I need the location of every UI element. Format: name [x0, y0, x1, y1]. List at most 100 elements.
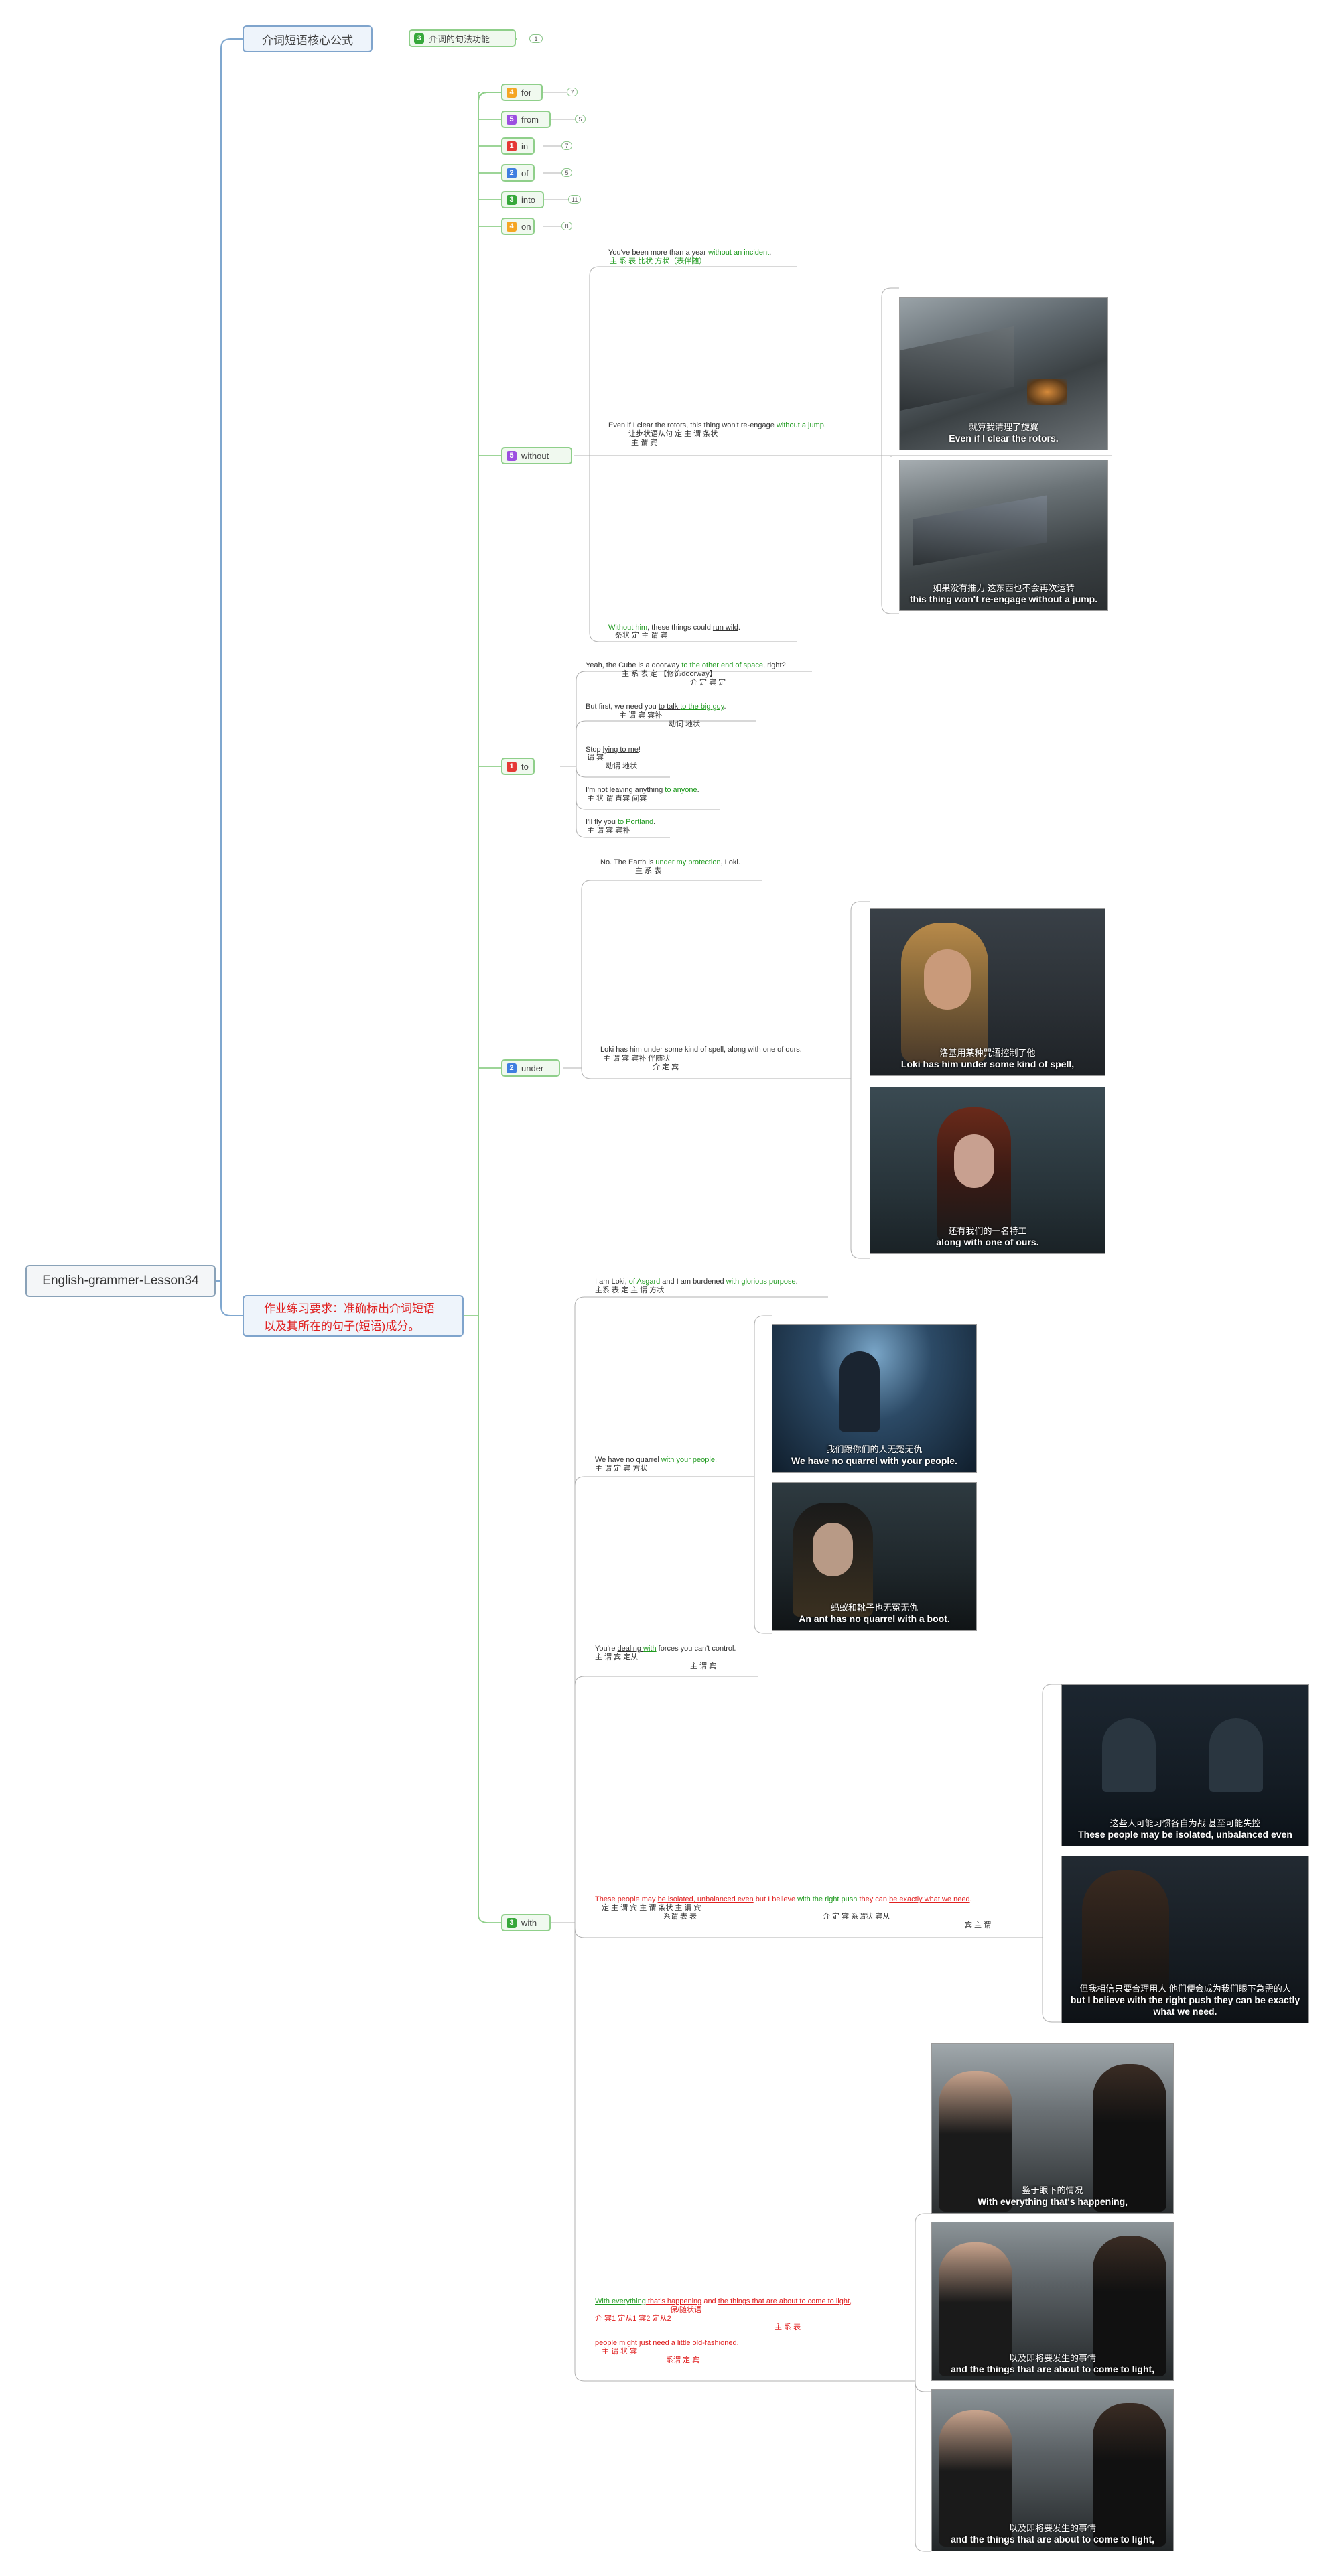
branch-label: for	[521, 87, 532, 98]
collapsed-count-badge[interactable]: 8	[561, 222, 572, 230]
with-sentence-2: We have no quarrel with your people.	[595, 1456, 718, 1464]
branch-into[interactable]: 3 into	[501, 191, 544, 208]
with-sentence-4: These people may be isolated, unbalanced…	[595, 1895, 972, 1903]
without-sentence-3: Without him, these things could run wild…	[608, 624, 740, 632]
without-annotation-2b: 主 谓 宾	[631, 439, 658, 447]
priority-1-icon: 1	[507, 141, 517, 151]
with-sentence-1: I am Loki, of Asgard and I am burdened w…	[595, 1278, 798, 1286]
homework-line-2: 以及其所在的句子(短语)成分。	[264, 1320, 420, 1333]
priority-2-icon: 2	[507, 167, 517, 178]
collapsed-count-badge[interactable]: 5	[575, 115, 586, 123]
branch-label: without	[521, 450, 549, 461]
without-annotation-1: 主 系 表 比状 方状（表伴随）	[610, 257, 707, 265]
branch-on[interactable]: 4 on	[501, 218, 535, 235]
to-annotation-5: 主 谓 宾 宾补	[587, 827, 630, 835]
branch-label: under	[521, 1063, 544, 1073]
priority-3-icon: 3	[507, 194, 517, 205]
branch-with[interactable]: 3 with	[501, 1914, 551, 1931]
formula-node[interactable]: 介词短语核心公式	[243, 25, 373, 52]
with-annotation-5c: 主 系 表	[775, 2323, 801, 2331]
with-annotation-4c: 介 定 宾 系谓状 宾从	[823, 1913, 890, 1921]
with-annotation-5a: 保/随状语	[670, 2306, 702, 2314]
priority-4-icon: 4	[507, 221, 517, 232]
branch-label: with	[521, 1917, 537, 1928]
under-sentence-2: Loki has him under some kind of spell, a…	[600, 1046, 802, 1054]
branch-from[interactable]: 5 from	[501, 111, 551, 128]
syntax-function-node[interactable]: 3 介词的句法功能	[409, 29, 516, 47]
branch-label: on	[521, 221, 531, 232]
to-sentence-1: Yeah, the Cube is a doorway to the other…	[586, 661, 786, 669]
branch-label: in	[521, 141, 529, 151]
with-annotation-4b: 系谓 表 表	[663, 1913, 697, 1921]
homework-line-1: 作业练习要求：准确标出介词短语	[264, 1302, 435, 1315]
homework-node[interactable]: 作业练习要求：准确标出介词短语 以及其所在的句子(短语)成分。	[243, 1295, 464, 1337]
root-node[interactable]: English-grammer-Lesson34	[25, 1265, 216, 1297]
with-annotation-1: 主系 表 定 主 谓 方状	[595, 1286, 665, 1294]
under-sentence-1: No. The Earth is under my protection, Lo…	[600, 858, 740, 866]
branch-in[interactable]: 1 in	[501, 137, 535, 155]
with-annotation-4a: 定 主 谓 宾 主 谓 条状 主 谓 宾	[602, 1904, 701, 1912]
collapsed-count-badge[interactable]: 11	[568, 195, 582, 204]
branch-label: from	[521, 114, 539, 125]
with-annotation-5b: 介 宾1 定从1 宾2 定从2	[595, 2315, 671, 2323]
with-annotation-3b: 主 谓 宾	[690, 1662, 717, 1670]
without-sentence-2: Even if I clear the rotors, this thing w…	[608, 421, 826, 429]
collapsed-count-badge[interactable]: 7	[561, 141, 572, 150]
branch-label: to	[521, 761, 529, 772]
priority-2-icon: 2	[507, 1063, 517, 1073]
to-annotation-1b: 介 定 宾 定	[690, 679, 726, 687]
to-annotation-3a: 谓 宾	[587, 754, 604, 762]
with-annotation-6b: 系谓 定 宾	[666, 2356, 700, 2364]
with-annotation-6a: 主 谓 状 宾	[602, 2348, 638, 2356]
under-annotation-2b: 介 定 宾	[653, 1063, 679, 1071]
branch-without[interactable]: 5 without	[501, 447, 572, 464]
branch-under[interactable]: 2 under	[501, 1059, 560, 1077]
collapsed-count-badge[interactable]: 7	[567, 88, 578, 96]
with-sentence-5: With everything that's happening and the…	[595, 2297, 852, 2305]
with-annotation-2: 主 谓 定 宾 方状	[595, 1465, 648, 1473]
branch-label: into	[521, 194, 535, 205]
to-annotation-1a: 主 系 表 定 【修饰doorway】	[622, 670, 717, 678]
to-annotation-3b: 动谓 地状	[606, 762, 638, 770]
priority-3-icon: 3	[414, 33, 424, 44]
to-annotation-2b: 动词 地状	[669, 720, 701, 728]
to-annotation-2a: 主 谓 宾 宾补	[619, 711, 663, 720]
to-sentence-5: I'll fly you to Portland.	[586, 818, 656, 826]
to-sentence-3: Stop lying to me!	[586, 746, 641, 754]
syntax-function-label: 介词的句法功能	[429, 33, 490, 44]
with-annotation-3a: 主 谓 宾 定从	[595, 1653, 639, 1662]
to-sentence-2: But first, we need you to talk to the bi…	[586, 703, 726, 711]
to-sentence-4: I'm not leaving anything to anyone.	[586, 786, 699, 794]
branch-of[interactable]: 2 of	[501, 164, 535, 182]
priority-4-icon: 4	[507, 87, 517, 98]
under-annotation-2a: 主 谓 宾 宾补 伴随状	[603, 1055, 671, 1063]
branch-for[interactable]: 4 for	[501, 84, 543, 101]
priority-3-icon: 3	[507, 1917, 517, 1928]
collapsed-count-badge[interactable]: 1	[529, 34, 543, 43]
branch-label: of	[521, 167, 529, 178]
without-sentence-1: You've been more than a year without an …	[608, 249, 772, 257]
with-sentence-6: people might just need a little old-fash…	[595, 2339, 739, 2347]
collapsed-count-badge[interactable]: 5	[561, 168, 572, 177]
to-annotation-4: 主 状 谓 直宾 间宾	[587, 795, 647, 803]
under-annotation-1: 主 系 表	[635, 867, 662, 875]
branch-to[interactable]: 1 to	[501, 758, 535, 775]
formula-label: 介词短语核心公式	[262, 33, 353, 47]
priority-5-icon: 5	[507, 114, 517, 125]
without-annotation-3: 条状 定 主 谓 宾	[615, 632, 668, 640]
without-annotation-2a: 让步状语从句 定 主 谓 条状	[628, 430, 718, 438]
priority-5-icon: 5	[507, 450, 517, 461]
priority-1-icon: 1	[507, 761, 517, 772]
root-label: English-grammer-Lesson34	[42, 1274, 199, 1288]
